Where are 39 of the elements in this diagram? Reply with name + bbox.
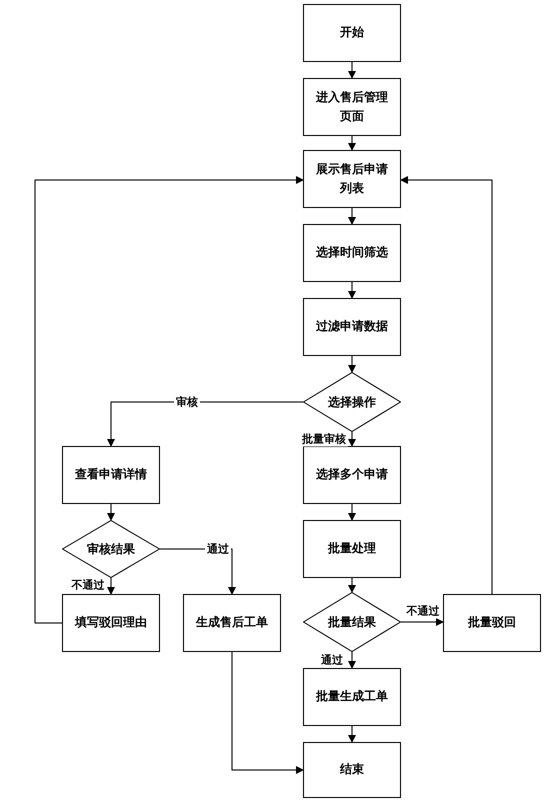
arrow (348, 282, 356, 299)
process-box: 过滤申请数据 (303, 298, 401, 356)
edge-label: 批量审核 (300, 432, 348, 446)
arrow (348, 208, 356, 225)
process-box: 开始 (303, 4, 401, 62)
arrow (348, 578, 356, 593)
edge-label: 通过 (319, 652, 345, 668)
process-box: 选择多个申请 (303, 446, 401, 504)
edge-label: 不通过 (70, 578, 106, 592)
decision-diamond: 批量结果 (303, 592, 401, 652)
process-box: 批量驳回 (443, 594, 541, 652)
arrow (107, 578, 115, 595)
arrow (348, 356, 356, 373)
process-box: 批量处理 (303, 520, 401, 578)
arrow (348, 504, 356, 521)
arrow (107, 504, 115, 521)
arrow (232, 652, 304, 774)
edge-label: 通过 (205, 542, 231, 556)
arrow (107, 402, 304, 447)
decision-diamond: 选择操作 (303, 372, 401, 432)
process-box: 结束 (303, 742, 401, 798)
process-box: 查看申请详情 (62, 446, 160, 504)
process-box: 进入售后管理页面 (303, 78, 401, 136)
edge-label: 不通过 (404, 604, 442, 618)
arrow (400, 176, 492, 594)
process-box: 填写驳回理由 (62, 594, 160, 652)
process-box: 展示售后申请列表 (303, 150, 401, 208)
process-box: 选择时间筛选 (303, 224, 401, 282)
arrow (348, 432, 356, 447)
arrow (34, 176, 304, 624)
edge-label: 审核 (174, 394, 200, 410)
decision-diamond: 审核结果 (62, 520, 160, 578)
process-box: 批量生成工单 (303, 668, 401, 726)
arrow (348, 62, 356, 79)
arrow (348, 652, 356, 669)
arrow (400, 618, 444, 626)
process-box: 生成售后工单 (183, 594, 281, 652)
arrow (348, 726, 356, 743)
arrow (348, 136, 356, 151)
